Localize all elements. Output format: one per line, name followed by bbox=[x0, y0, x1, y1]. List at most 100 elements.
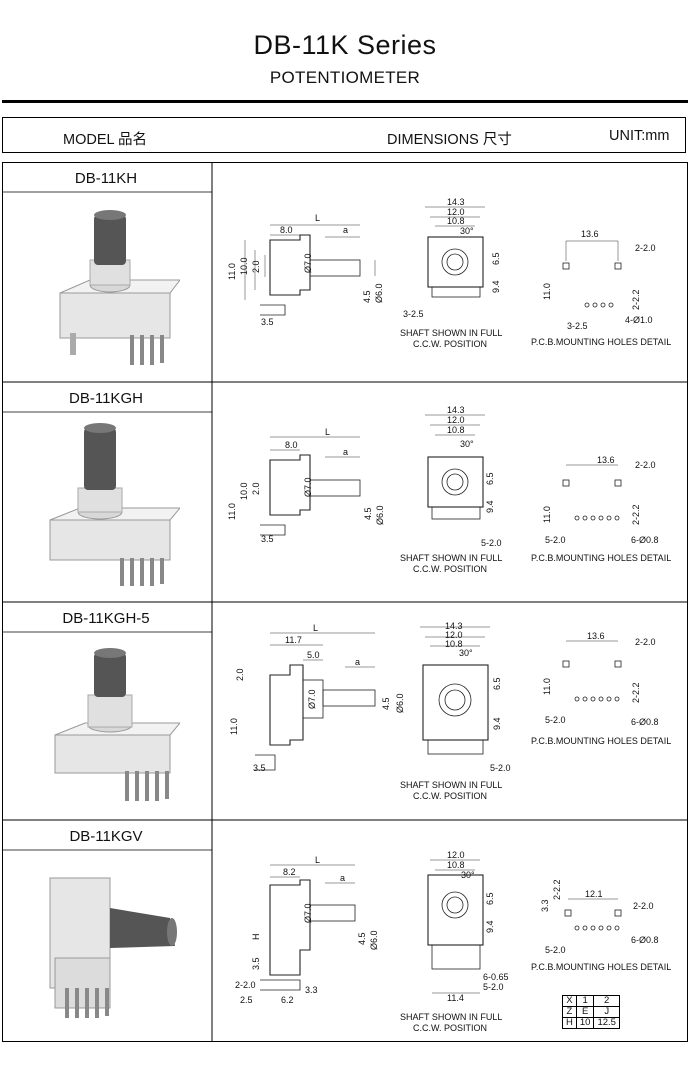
pcb-11-0: 11.0 bbox=[542, 506, 552, 523]
pcb-2-2-0: 2-2.0 bbox=[635, 243, 656, 253]
pcb-2-2-2: 2-2.2 bbox=[552, 879, 562, 900]
dim-9-4: 9.4 bbox=[485, 500, 495, 513]
dim-4-5: 4.5 bbox=[363, 507, 373, 520]
side-view: L 8.0 a 11.0 10.0 2.0 Ø7.0 4.5 Ø6.0 3.5 bbox=[227, 427, 385, 544]
pcb-3-2-5: 3-2.5 bbox=[567, 321, 588, 331]
shaft-note-line2: C.C.W. POSITION bbox=[413, 564, 487, 574]
model-header: MODEL 品名 bbox=[63, 132, 148, 148]
legend-cell: J bbox=[593, 1006, 620, 1018]
dim-6-5: 6.5 bbox=[491, 252, 501, 265]
pcb-3-3: 3.3 bbox=[540, 899, 550, 912]
dim-11-0: 11.0 bbox=[227, 503, 237, 520]
side-view: L 8.2 a H 3.5 Ø7.0 4.5 Ø6.0 2-2.0 2.5 6.… bbox=[235, 855, 379, 1005]
dim-11-4: 11.4 bbox=[447, 993, 464, 1003]
pcb-2-2-0: 2-2.0 bbox=[633, 901, 654, 911]
dim-8-2: 8.2 bbox=[283, 867, 296, 877]
pcb-detail: 13.6 2-2.0 11.0 2-2.2 3-2.5 4-Ø1.0 P.C.B… bbox=[531, 229, 671, 347]
pcb-12-1: 12.1 bbox=[585, 889, 603, 899]
dim-8-0: 8.0 bbox=[285, 440, 298, 450]
page-subtitle: POTENTIOMETER bbox=[269, 68, 421, 87]
pcb-11-0: 11.0 bbox=[542, 678, 552, 695]
shaft-note-line1: SHAFT SHOWN IN FULL bbox=[400, 780, 502, 790]
dim-11-0: 11.0 bbox=[227, 263, 237, 280]
front-view: 14.3 12.0 10.8 30° 6.5 9.4 5-2.0 SHAFT S… bbox=[400, 621, 511, 801]
dim-pin: 5-2.0 bbox=[490, 763, 511, 773]
dim-L: L bbox=[315, 213, 320, 223]
dim-shaft: Ø7.0 bbox=[303, 253, 313, 273]
dim-2-0: 2.0 bbox=[235, 668, 245, 681]
dim-3-5: 3.5 bbox=[251, 957, 261, 970]
pcb-5-2-0: 5-2.0 bbox=[545, 715, 566, 725]
pcb-2-2-0: 2-2.0 bbox=[635, 460, 656, 470]
legend-cell: 12.5 bbox=[593, 1017, 620, 1029]
pcb-11-0: 11.0 bbox=[542, 283, 552, 300]
product-photo-db-11kgh-5 bbox=[54, 648, 180, 801]
unit-header: UNIT:mm bbox=[609, 128, 670, 144]
shaft-note-line2: C.C.W. POSITION bbox=[413, 1023, 487, 1033]
dim-11-0: 11.0 bbox=[229, 718, 239, 735]
dim-6-5: 6.5 bbox=[492, 677, 502, 690]
page-title: DB-11K Series bbox=[253, 30, 437, 60]
pcb-holes: 6-Ø0.8 bbox=[631, 535, 659, 545]
pcb-detail: 13.6 2-2.0 11.0 2-2.2 5-2.0 6-Ø0.8 P.C.B… bbox=[531, 455, 671, 563]
model-name-1: DB-11KH bbox=[74, 170, 138, 187]
table-row: Z E J bbox=[562, 1006, 620, 1018]
dim-5-2-0: 5-2.0 bbox=[483, 982, 504, 992]
dimensions-header: DIMENSIONS 尺寸 bbox=[387, 132, 512, 148]
shaft-note-line2: C.C.W. POSITION bbox=[413, 791, 487, 801]
legend-cell: H bbox=[562, 1017, 577, 1029]
dim-9-4: 9.4 bbox=[491, 280, 501, 293]
dim-9-4: 9.4 bbox=[485, 920, 495, 933]
legend-cell: 1 bbox=[575, 995, 595, 1007]
dim-pin: 3-2.5 bbox=[403, 309, 424, 319]
pcb-holes: 6-Ø0.8 bbox=[631, 935, 659, 945]
dim-5-0: 5.0 bbox=[307, 650, 320, 660]
dim-8-0: 8.0 bbox=[280, 225, 293, 235]
dim-4-5: 4.5 bbox=[357, 932, 367, 945]
spec-table bbox=[1, 161, 688, 1042]
drawing-db-11kgh-5: L 11.7 5.0 a 2.0 11.0 Ø7.0 4.5 Ø6.0 3.5 … bbox=[229, 621, 671, 801]
shaft-note-line1: SHAFT SHOWN IN FULL bbox=[400, 1012, 502, 1022]
dim-14-3: 14.3 bbox=[445, 621, 463, 631]
dim-12-0: 12.0 bbox=[447, 415, 465, 425]
dim-6-2: 6.2 bbox=[281, 995, 294, 1005]
dim-3-5: 3.5 bbox=[253, 763, 266, 773]
pcb-2-2-2: 2-2.2 bbox=[631, 289, 641, 310]
dim-12-0: 12.0 bbox=[445, 630, 463, 640]
dim-10-8: 10.8 bbox=[445, 639, 463, 649]
pcb-5-2-0: 5-2.0 bbox=[545, 535, 566, 545]
side-view: L 11.7 5.0 a 2.0 11.0 Ø7.0 4.5 Ø6.0 3.5 bbox=[229, 623, 405, 773]
side-view: L 8.0 a 11.0 10.0 2.0 Ø7.0 4.5 Ø6.0 3.5 bbox=[227, 213, 384, 327]
drawing-db-11kgv: L 8.2 a H 3.5 Ø7.0 4.5 Ø6.0 2-2.0 2.5 6.… bbox=[235, 850, 671, 1033]
shaft-note-line1: SHAFT SHOWN IN FULL bbox=[400, 553, 502, 563]
model-name-3: DB-11KGH-5 bbox=[62, 610, 150, 627]
dim-shaft: Ø7.0 bbox=[303, 477, 313, 497]
dim-6-0: Ø6.0 bbox=[374, 283, 384, 303]
shaft-note-line1: SHAFT SHOWN IN FULL bbox=[400, 328, 502, 338]
dim-shaft: Ø7.0 bbox=[307, 689, 317, 709]
dim-10-8: 10.8 bbox=[447, 425, 465, 435]
dim-9-4: 9.4 bbox=[492, 717, 502, 730]
dim-14-3: 14.3 bbox=[447, 197, 465, 207]
dim-H: H bbox=[251, 934, 261, 941]
model-name-2: DB-11KGH bbox=[69, 390, 143, 407]
front-view: 14.3 12.0 10.8 30° 6.5 9.4 5-2.0 SHAFT S… bbox=[400, 405, 502, 574]
dim-14-3: 14.3 bbox=[447, 405, 465, 415]
dim-30-deg: 30° bbox=[459, 648, 473, 658]
pcb-2-2-0: 2-2.0 bbox=[635, 637, 656, 647]
pcb-holes: 4-Ø1.0 bbox=[625, 315, 653, 325]
dim-11-7: 11.7 bbox=[285, 635, 302, 645]
pcb-13-6: 13.6 bbox=[597, 455, 615, 465]
dim-L: L bbox=[313, 623, 318, 633]
legend-cell: 10 bbox=[575, 1017, 595, 1029]
dim-2-0: 2.0 bbox=[251, 482, 261, 495]
pcb-5-2-0: 5-2.0 bbox=[545, 945, 566, 955]
front-view: 14.3 12.0 10.8 30° 6.5 9.4 3-2.5 SHAFT S… bbox=[400, 197, 502, 349]
dim-2-5: 2.5 bbox=[240, 995, 253, 1005]
legend-cell: 2 bbox=[593, 995, 620, 1007]
dim-12-0: 12.0 bbox=[447, 207, 465, 217]
model-name-4: DB-11KGV bbox=[69, 828, 143, 845]
dim-30-deg: 30° bbox=[460, 439, 474, 449]
dim-3-5: 3.5 bbox=[261, 534, 274, 544]
legend-cell: Z bbox=[562, 1006, 577, 1018]
